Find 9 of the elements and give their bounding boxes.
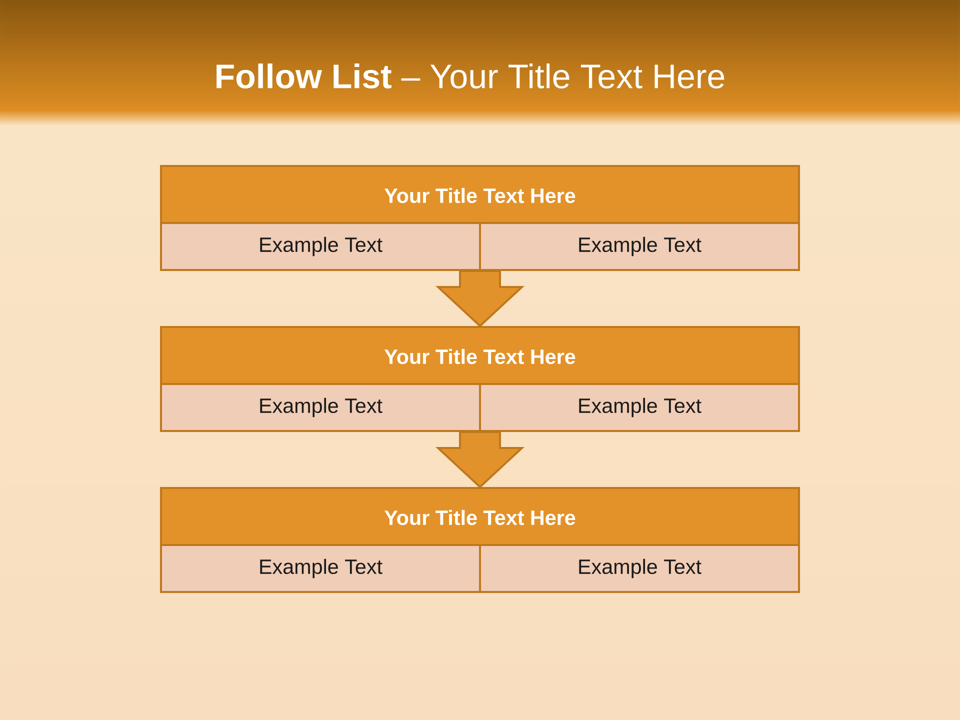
block-arrow	[435, 270, 525, 328]
text-cell: Example Text	[162, 224, 479, 269]
text-cell: Example Text	[481, 385, 798, 430]
text-cell: Example Text	[481, 546, 798, 591]
text-cell: Example Text	[162, 546, 479, 591]
text-cell: Example Text	[162, 385, 479, 430]
block-arrow	[435, 431, 525, 488]
slide-title: Follow List – Your Title Text Here	[216, 64, 724, 88]
text-cell: Example Text	[481, 224, 798, 269]
